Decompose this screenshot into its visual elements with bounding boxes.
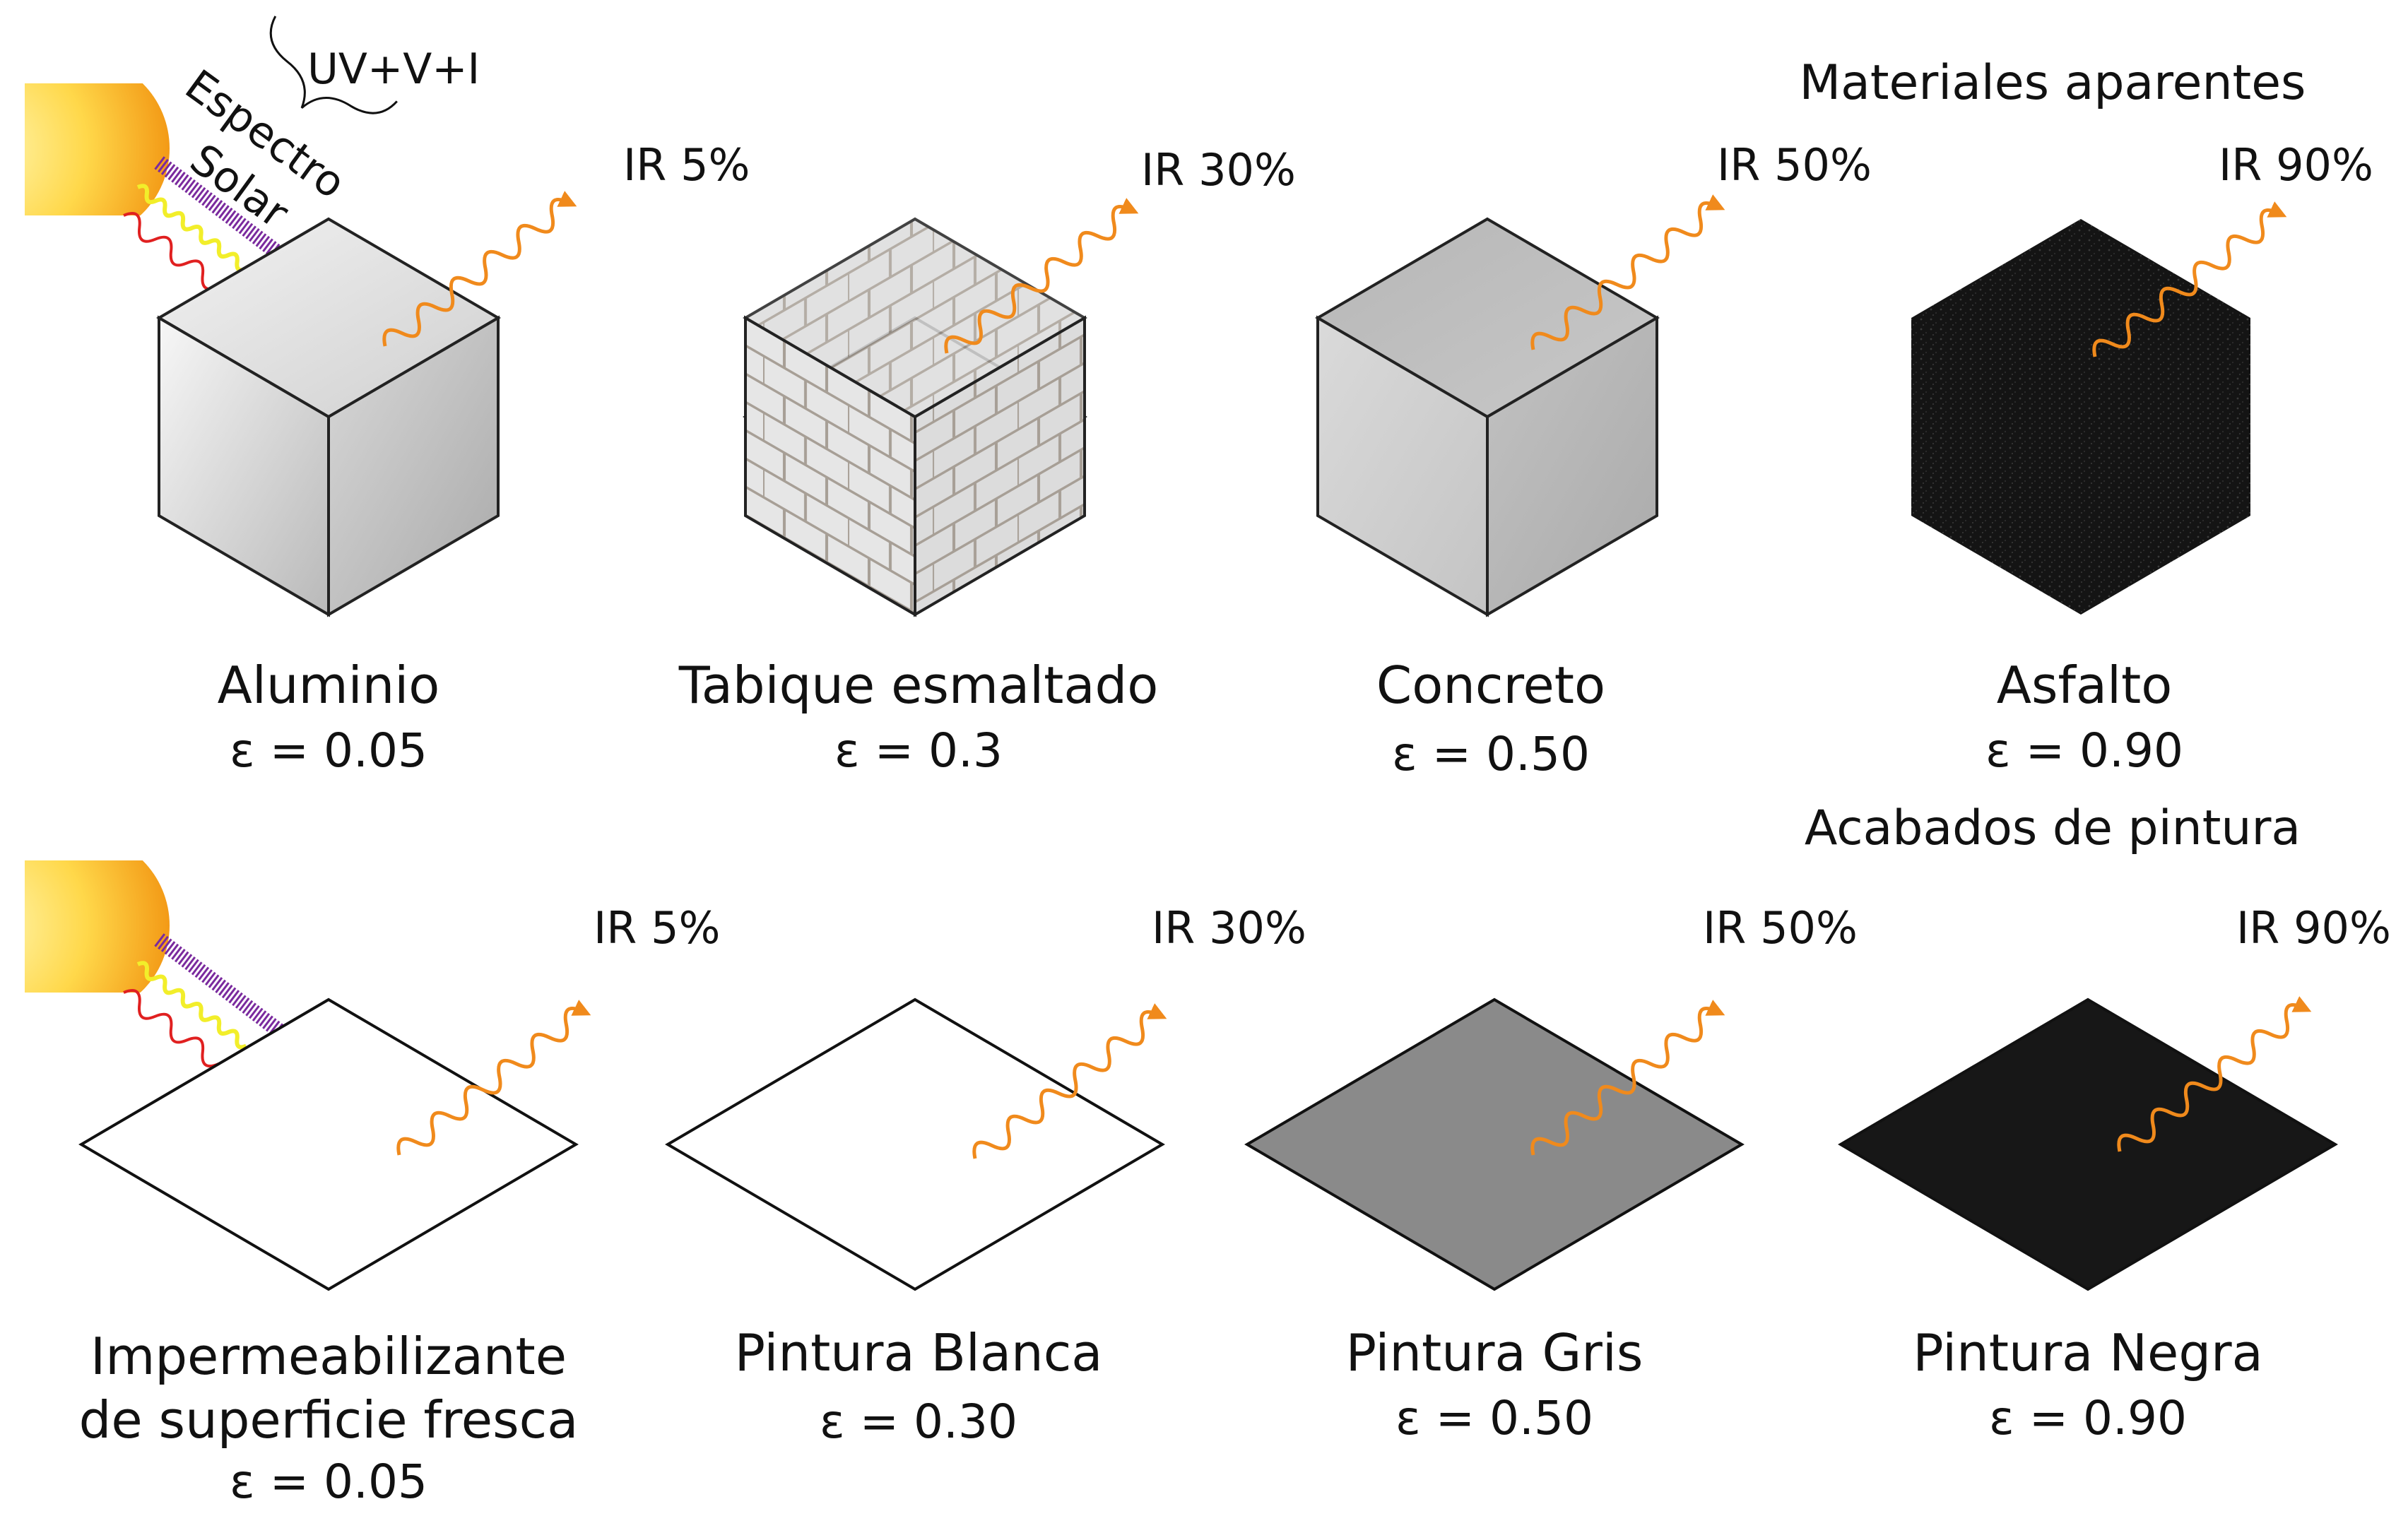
paint-name: Pintura Gris bbox=[1346, 1323, 1643, 1382]
emissivity-value: ε = 0.05 bbox=[230, 723, 427, 778]
ir-label: IR 5% bbox=[623, 139, 750, 191]
ir-label: IR 30% bbox=[1152, 902, 1306, 954]
ir-label: IR 90% bbox=[2219, 139, 2373, 191]
ir-wave-icon bbox=[944, 198, 1139, 354]
ir-label: IR 30% bbox=[1141, 144, 1296, 196]
material-name: Concreto bbox=[1376, 656, 1605, 715]
ir-wave-icon bbox=[972, 1003, 1167, 1159]
swatch-pintura-negra bbox=[1838, 997, 2338, 1291]
ir-wave-icon bbox=[2117, 996, 2312, 1152]
emissivity-value: ε = 0.90 bbox=[1989, 1391, 2187, 1445]
paint-name-line2: de superficie fresca bbox=[79, 1390, 579, 1450]
swatch-pintura-blanca bbox=[665, 997, 1165, 1291]
ir-wave-icon bbox=[382, 191, 577, 347]
section-title-paints: Acabados de pintura bbox=[1805, 800, 2301, 856]
material-name: Aluminio bbox=[218, 656, 440, 715]
ir-wave-icon bbox=[396, 1000, 591, 1156]
cube-concreto bbox=[1315, 217, 1660, 617]
paint-name: Pintura Blanca bbox=[735, 1323, 1103, 1382]
bands-label: UV+V+I bbox=[307, 45, 480, 94]
paint-name: Impermeabilizante bbox=[90, 1327, 567, 1386]
brace-icon bbox=[269, 16, 398, 114]
emissivity-value: ε = 0.50 bbox=[1392, 727, 1590, 781]
emissivity-value: ε = 0.90 bbox=[1985, 723, 2183, 778]
sun-icon bbox=[0, 777, 184, 1049]
emissivity-value: ε = 0.30 bbox=[820, 1394, 1017, 1449]
ir-label: IR 50% bbox=[1717, 139, 1872, 191]
ir-label: IR 5% bbox=[594, 902, 720, 954]
ir-wave-icon bbox=[1530, 1000, 1725, 1156]
swatch-impermeabilizante bbox=[78, 997, 579, 1291]
emissivity-value: ε = 0.50 bbox=[1395, 1391, 1593, 1445]
emissivity-value: ε = 0.3 bbox=[834, 723, 1003, 778]
section-title-materials: Materiales aparentes bbox=[1800, 55, 2306, 111]
material-name: Asfalto bbox=[1997, 656, 2173, 715]
swatch-pintura-gris bbox=[1244, 997, 1745, 1291]
ir-wave-icon bbox=[1530, 194, 1725, 350]
cube-tabique bbox=[743, 217, 1087, 617]
emissivity-value: ε = 0.05 bbox=[230, 1455, 427, 1509]
sun-icon bbox=[0, 0, 184, 272]
paint-name: Pintura Negra bbox=[1913, 1323, 2263, 1382]
material-name: Tabique esmaltado bbox=[678, 656, 1159, 715]
cube-asfalto bbox=[1911, 219, 2250, 615]
ir-wave-icon bbox=[2092, 201, 2287, 357]
cube-aluminio bbox=[156, 217, 501, 617]
ir-label: IR 50% bbox=[1703, 902, 1858, 954]
ir-label: IR 90% bbox=[2236, 902, 2391, 954]
